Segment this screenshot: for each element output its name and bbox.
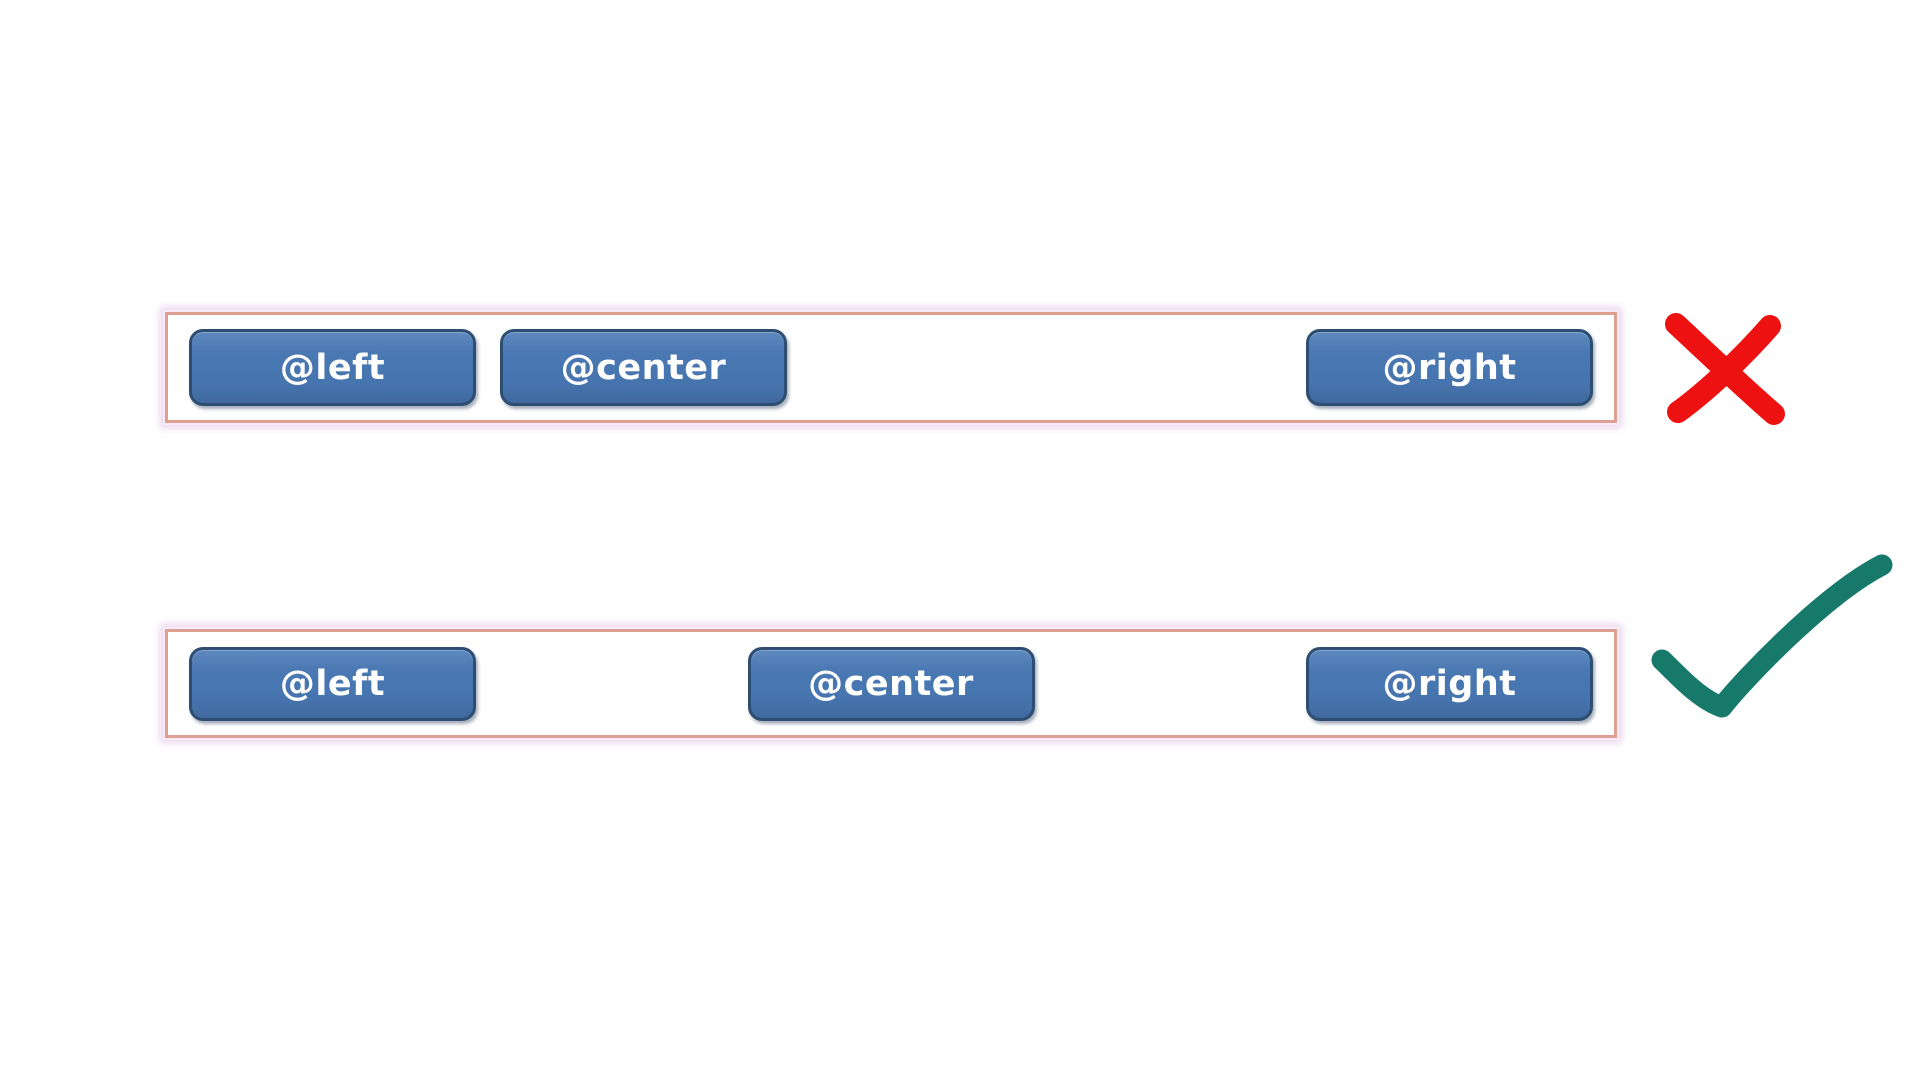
toolbar-correct-example: @left @center @right (165, 629, 1617, 738)
center-button[interactable]: @center (747, 646, 1035, 721)
right-button[interactable]: @right (1306, 646, 1593, 721)
left-button[interactable]: @left (189, 646, 476, 721)
center-button[interactable]: @center (500, 329, 787, 406)
red-x-icon (1665, 313, 1785, 425)
toolbar-incorrect-example: @left @center @right (165, 312, 1617, 423)
green-check-icon (1651, 554, 1893, 718)
right-button[interactable]: @right (1306, 329, 1593, 406)
left-button[interactable]: @left (189, 329, 476, 406)
